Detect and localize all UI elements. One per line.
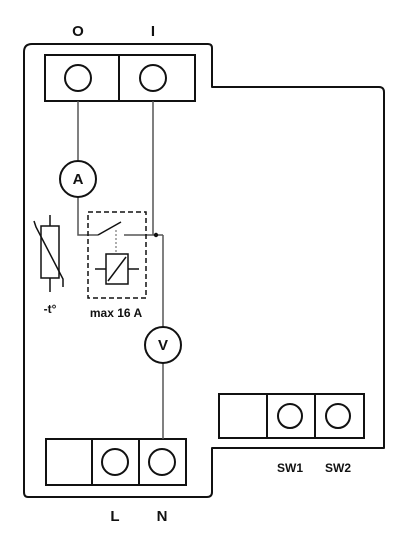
relay-dashed-box <box>87 211 147 299</box>
terminal-o-screw <box>64 64 92 92</box>
voltmeter <box>144 326 182 364</box>
thermistor <box>33 215 64 292</box>
top-terminal-block <box>44 54 196 102</box>
terminal-o-label: O <box>72 23 84 40</box>
ammeter <box>59 160 97 198</box>
terminal-n-screw <box>148 448 176 476</box>
junction-dot <box>153 232 159 238</box>
terminal-i-label: I <box>151 23 155 40</box>
relay-rating-label: max 16 A <box>90 306 143 320</box>
switch-terminal-block <box>218 393 365 439</box>
terminal-l-screw <box>101 448 129 476</box>
terminal-sw2-screw <box>325 403 351 429</box>
terminal-n-label: N <box>157 508 168 525</box>
voltmeter-label: V <box>158 337 168 354</box>
thermistor-label: -t° <box>44 302 57 316</box>
terminal-sw1-label: SW1 <box>277 461 303 475</box>
bottom-terminal-block <box>45 438 187 486</box>
terminal-l-label: L <box>110 508 119 525</box>
relay-contact <box>97 221 122 236</box>
relay <box>87 211 147 299</box>
terminal-sw1-screw <box>277 403 303 429</box>
terminal-i-screw <box>139 64 167 92</box>
terminal-sw2-label: SW2 <box>325 461 351 475</box>
ammeter-label: A <box>73 171 84 188</box>
housing-outline <box>23 43 385 498</box>
